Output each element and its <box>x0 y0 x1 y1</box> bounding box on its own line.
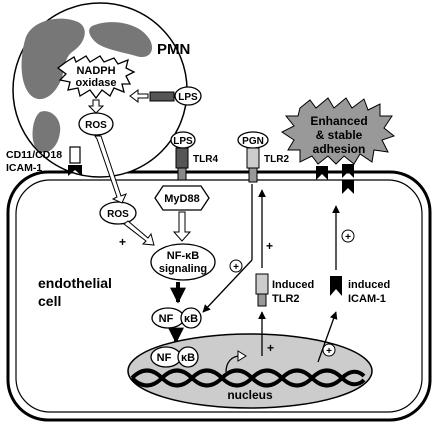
cd11-icam-receptor <box>68 146 82 176</box>
nadph-label-1: NADPH <box>76 65 115 77</box>
adhesion-line-1: Enhanced <box>310 114 367 128</box>
icam-chevron-2 <box>342 164 354 178</box>
oxidase-to-ros-arrow <box>87 99 105 114</box>
pmn-lps-receptor: LPS <box>149 86 202 106</box>
nfkb-part-2: κB <box>184 313 198 325</box>
adhesion-burst: Enhanced & stable adhesion <box>281 97 396 165</box>
icam-chevron-3 <box>342 180 354 194</box>
ros-pmn-label: ROS <box>85 120 107 131</box>
transcription-arrow-head <box>237 350 247 362</box>
tlr4-label: TLR4 <box>193 154 218 165</box>
myd88-label: MyD88 <box>164 193 199 205</box>
pmn-nucleus-lobe-2 <box>89 22 153 58</box>
cell-membrane-inner <box>15 179 423 413</box>
endothelial-label-1: endothelial <box>38 275 112 291</box>
ros-transfer-arrow <box>94 135 127 204</box>
plus-nucleus-tlr2: + <box>267 341 274 355</box>
pmn-cell: PMN NADPH oxidase ROS <box>12 2 190 178</box>
myd88-to-signaling-arrow <box>172 211 192 242</box>
nucleus-label: nucleus <box>227 388 273 402</box>
circled-plus-icam-sign: + <box>345 232 351 243</box>
circled-plus-tlr2 <box>229 259 243 273</box>
circled-plus-nucleus-icam-sign: + <box>326 346 332 357</box>
tlr4-receptor: LPS TLR4 <box>170 131 218 181</box>
plus-tlr2-membrane: + <box>266 239 273 253</box>
nfkb-part-1: NF <box>159 313 174 325</box>
nfkb-nucleus-part-2: κB <box>181 352 195 364</box>
adhesion-line-3: adhesion <box>313 142 366 156</box>
nfkb-signaling-node <box>150 243 216 281</box>
induced-icam-chevron <box>330 276 342 296</box>
tlr2-to-nfkb-arrow <box>202 259 253 313</box>
nfkb-signaling-line-2: signaling <box>159 263 207 275</box>
nadph-oxidase-burst <box>56 55 136 100</box>
pmn-label: PMN <box>157 41 190 58</box>
ros-cell-label: ROS <box>107 209 129 220</box>
nfkb-complex: NF κB <box>151 307 202 329</box>
nucleus-to-icam-arrow <box>317 311 338 363</box>
nfkb-nucleus-complex: NF κB <box>150 346 199 368</box>
lps-top-label: LPS <box>178 92 198 103</box>
pmn-nucleus-lobe-3 <box>32 111 61 153</box>
nadph-label-2: oxidase <box>76 77 117 89</box>
icam-chevron-1 <box>316 166 328 180</box>
induced-tlr2-line-1: Induced <box>272 279 314 291</box>
nfkb-signaling-line-1: NF-κB <box>167 250 199 262</box>
adhesion-line-2: & stable <box>316 128 363 142</box>
lps-receptor-label: LPS <box>173 136 193 147</box>
nfkb-nucleus-part-1: NF <box>157 352 172 364</box>
cd11-label-2: ICAM-1 <box>6 162 42 174</box>
ros-cell-ellipse <box>99 201 137 225</box>
circled-plus-tlr2-sign: + <box>233 262 239 273</box>
dna-helix <box>130 368 366 388</box>
myd88-node: MyD88 <box>154 185 210 211</box>
endothelial-label-2: cell <box>38 293 61 309</box>
ros-to-signaling-arrow <box>123 220 155 246</box>
circled-plus-nucleus-icam <box>322 343 336 357</box>
induced-tlr2-protein <box>255 273 269 307</box>
circled-plus-icam <box>341 229 355 243</box>
tlr2-receptor: PGN TLR2 <box>237 131 289 183</box>
cd11-label-1: CD11/CD18 <box>6 149 62 161</box>
tlr2-label: TLR2 <box>264 154 289 165</box>
induced-icam-line-1: induced <box>348 279 390 291</box>
pmn-nucleus-lobe-1 <box>21 18 85 100</box>
lps-to-oxidase-arrow <box>129 89 149 103</box>
plus-ros: + <box>119 235 126 249</box>
pgn-label: PGN <box>242 136 264 147</box>
induced-tlr2-line-2: TLR2 <box>272 293 300 305</box>
induced-icam-line-2: ICAM-1 <box>348 293 386 305</box>
